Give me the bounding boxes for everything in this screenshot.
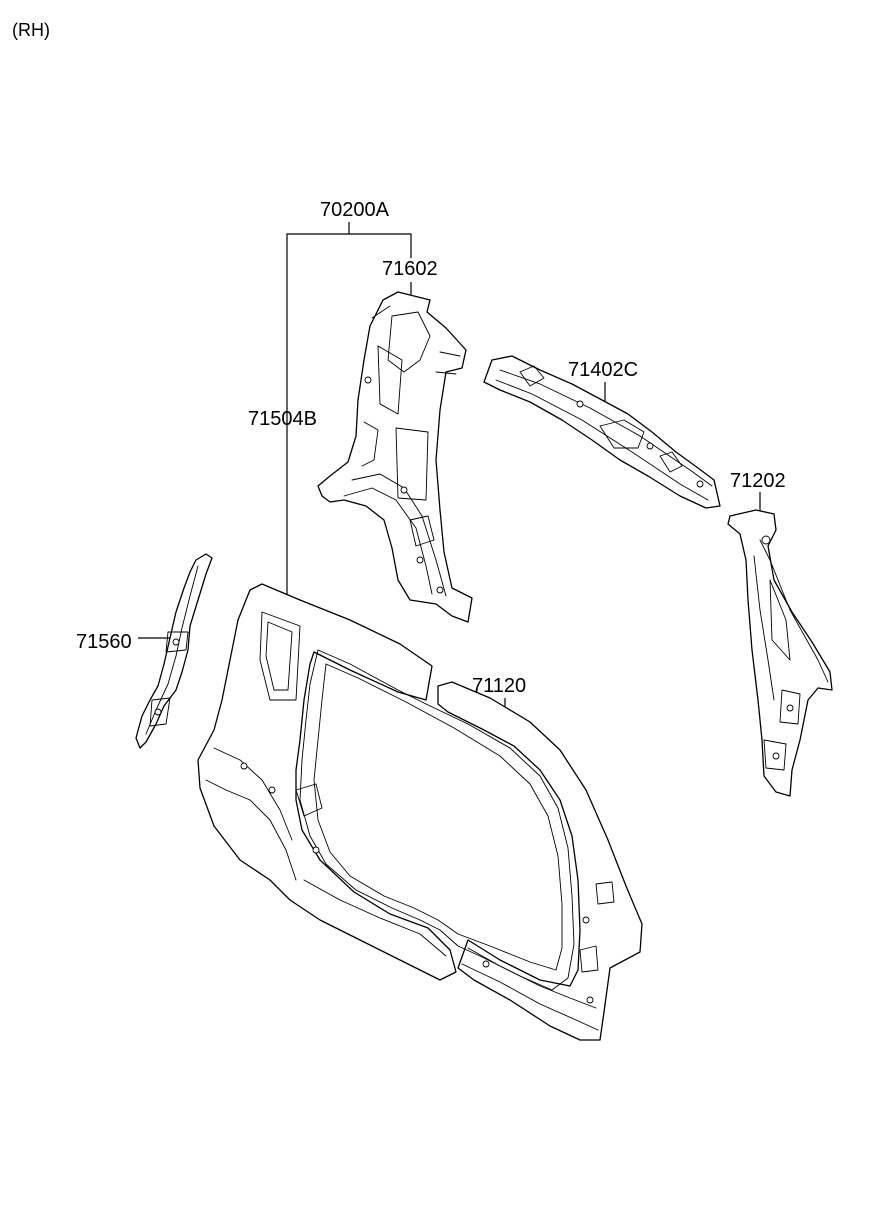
callout-label-71602: 71602: [382, 258, 438, 280]
callout-label-71402c: 71402C: [568, 359, 638, 381]
part-71202-front-pillar: [727, 509, 833, 797]
callout-label-71560: 71560: [76, 631, 132, 653]
part-71402c-roof-rail: [483, 355, 721, 509]
part-71120-side-outer-panel: [197, 583, 643, 1041]
side-label: (RH): [12, 20, 50, 40]
leader-assembly-to-71602: [349, 233, 412, 258]
callout-label-assembly: 70200A: [320, 199, 390, 221]
part-71560-pillar-piece: [135, 553, 213, 749]
part-71602-rear-pillar-inner: [317, 291, 473, 623]
callout-label-71504b: 71504B: [248, 408, 317, 430]
callout-label-71120: 71120: [472, 675, 526, 697]
leader-assembly-to-71504b: [286, 222, 350, 598]
callout-label-71202: 71202: [730, 470, 786, 492]
